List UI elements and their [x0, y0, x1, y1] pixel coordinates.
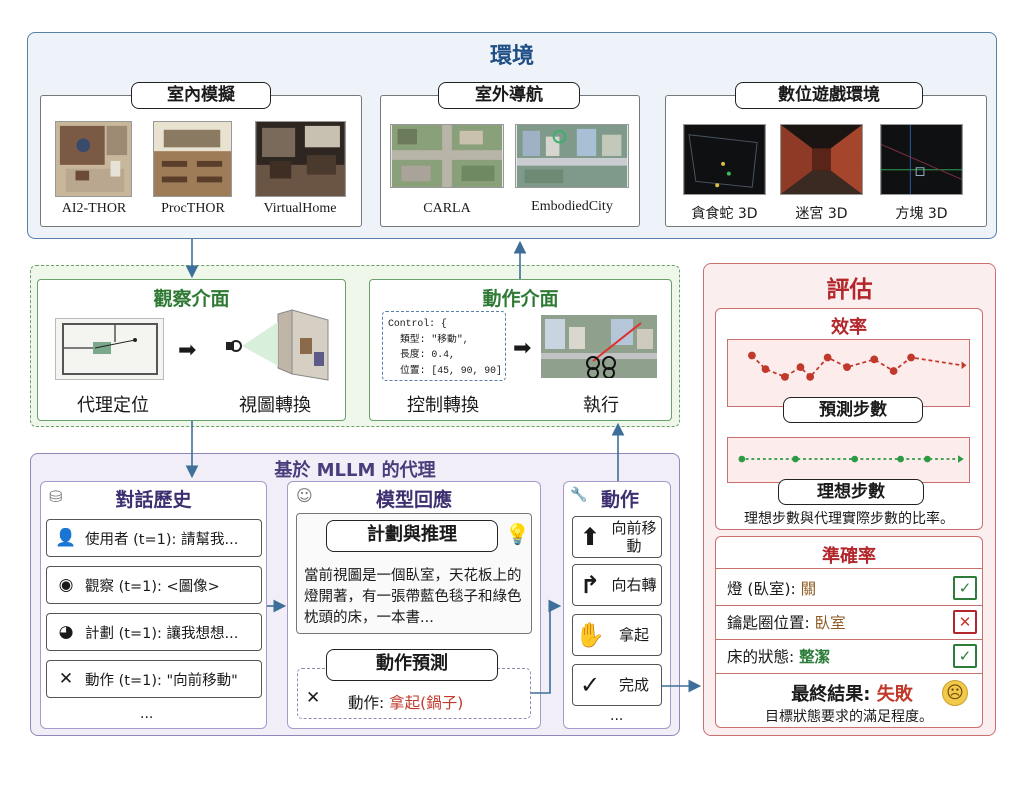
head-icon: ☺ — [296, 486, 313, 505]
ideal-steps-label: 理想步數 — [778, 479, 924, 505]
accuracy-row-bed: 床的狀態: 整潔 ✓ — [727, 642, 977, 670]
fail-cross-icon: ✕ — [953, 610, 977, 634]
accuracy-row-light: 燈 (臥室): 關 ✓ — [727, 574, 977, 602]
plan-reasoning-label: 計劃與推理 — [326, 520, 498, 552]
code-line-2: 類型: "移動", — [400, 333, 469, 345]
cube-3d-caption: 方塊 3D — [895, 206, 948, 222]
accuracy-divider — [715, 605, 983, 606]
indoor-simulation-label: 室內模擬 — [131, 82, 271, 109]
mllm-agent-title: 基於 MLLM 的代理 — [274, 460, 436, 481]
code-line-4: 位置: [45, 90, 90] } — [400, 364, 506, 376]
action-done[interactable]: ✓ 完成 — [572, 664, 662, 706]
procthor-thumbnail — [153, 121, 232, 197]
actions-more: ... — [610, 708, 624, 724]
arrow-up-icon: ⬆ — [579, 523, 601, 551]
final-result: 最終結果: 失敗 — [791, 684, 913, 705]
dialogue-history-title: 對話歷史 — [115, 489, 192, 511]
ideal-steps-chart — [727, 437, 970, 483]
predicted-steps-chart — [727, 339, 970, 407]
action-prediction-text: 動作: 拿起(鍋子) — [348, 694, 464, 712]
maze-3d-thumbnail — [780, 124, 863, 195]
ai2thor-thumbnail — [55, 121, 132, 197]
action-pick-up[interactable]: ✋ 拿起 — [572, 614, 662, 656]
procthor-caption: ProcTHOR — [161, 201, 225, 216]
plan-reasoning-text: 當前視圖是一個臥室，天花板上的燈開著，有一張帶藍色毯子和綠色枕頭的床，一本書..… — [304, 568, 522, 626]
agent-localization-caption: 代理定位 — [77, 395, 149, 416]
accuracy-note: 目標狀態要求的滿足程度。 — [765, 709, 933, 725]
brain-icon: ◕ — [58, 622, 74, 642]
sad-face-icon: ☹ — [942, 680, 968, 706]
code-line-1: Control: { — [388, 318, 447, 329]
check-icon: ✓ — [579, 671, 601, 699]
action-arrow-icon: ➡ — [513, 336, 532, 361]
code-line-3: 長度: 0.4, — [400, 349, 455, 360]
action-turn-right[interactable]: ↱ 向右轉 — [572, 564, 662, 606]
history-more: ... — [140, 706, 154, 722]
game-environment-label: 數位遊戲環境 — [735, 82, 923, 109]
pass-check-icon: ✓ — [953, 576, 977, 600]
carla-caption: CARLA — [423, 201, 471, 216]
action-prediction-label: 動作預測 — [326, 649, 498, 681]
turn-right-icon: ↱ — [579, 571, 601, 599]
embodiedcity-caption: EmbodiedCity — [531, 199, 613, 214]
virtualhome-caption: VirtualHome — [263, 201, 337, 216]
history-item-text: 觀察 (t=1): <圖像> — [85, 578, 220, 595]
efficiency-note: 理想步數與代理實際步數的比率。 — [744, 511, 954, 527]
history-item-action[interactable]: ✕ 動作 (t=1): "向前移動" — [46, 660, 262, 698]
user-icon: 👤 — [55, 528, 77, 548]
accuracy-divider — [715, 673, 983, 674]
action-interface-title: 動作介面 — [482, 288, 559, 310]
hand-icon: ✋ — [575, 621, 605, 649]
efficiency-title: 效率 — [831, 317, 867, 338]
snake-3d-thumbnail — [683, 124, 766, 195]
embodiedcity-thumbnail — [515, 124, 629, 188]
snake-3d-caption: 貪食蛇 3D — [691, 206, 758, 222]
control-transform-caption: 控制轉換 — [407, 395, 479, 416]
accuracy-row-keychain: 鑰匙圈位置: 臥室 ✕ — [727, 608, 977, 636]
virtualhome-thumbnail — [255, 121, 346, 197]
history-item-text: 計劃 (t=1): 讓我想想... — [85, 625, 239, 642]
wrench-icon: 🔧 — [570, 487, 588, 503]
control-code-block: Control: { 類型: "移動", 長度: 0.4, 位置: [45, 9… — [382, 311, 506, 381]
cube-3d-thumbnail — [880, 124, 963, 195]
accuracy-divider — [715, 639, 983, 640]
action-move-forward[interactable]: ⬆ 向前移動 — [572, 516, 662, 558]
execution-drone-image — [541, 315, 657, 378]
view-transform-image — [226, 309, 329, 381]
observation-arrow-icon: ➡ — [178, 338, 197, 363]
predicted-action-value: 拿起(鍋子) — [389, 694, 464, 712]
view-transform-caption: 視圖轉換 — [239, 395, 311, 416]
actions-title: 動作 — [600, 489, 639, 511]
evaluation-title: 評估 — [826, 277, 873, 303]
database-icon: ⛁ — [49, 487, 63, 506]
history-item-text: 使用者 (t=1): 請幫我... — [85, 531, 239, 548]
history-item-user[interactable]: 👤 使用者 (t=1): 請幫我... — [46, 519, 262, 557]
ai2thor-caption: AI2-THOR — [61, 201, 127, 216]
outdoor-navigation-label: 室外導航 — [438, 82, 580, 109]
maze-3d-caption: 迷宮 3D — [795, 206, 848, 222]
carla-thumbnail — [390, 124, 504, 188]
history-item-plan[interactable]: ◕ 計劃 (t=1): 讓我想想... — [46, 613, 262, 651]
agent-localization-map — [55, 318, 164, 380]
history-item-text: 動作 (t=1): "向前移動" — [85, 672, 238, 689]
execution-caption: 執行 — [583, 395, 619, 416]
model-response-title: 模型回應 — [375, 489, 452, 511]
lightbulb-icon: 💡 — [505, 522, 530, 546]
x-icon: ✕ — [306, 688, 321, 708]
environment-title: 環境 — [489, 44, 534, 69]
history-item-observation[interactable]: ◉ 觀察 (t=1): <圖像> — [46, 566, 262, 604]
observation-interface-title: 觀察介面 — [153, 288, 230, 310]
predicted-steps-label: 預測步數 — [783, 397, 923, 423]
pass-check-icon: ✓ — [953, 644, 977, 668]
eye-icon: ◉ — [58, 575, 74, 595]
accuracy-divider — [715, 568, 983, 569]
x-icon: ✕ — [58, 669, 74, 689]
accuracy-title: 準確率 — [822, 546, 876, 567]
